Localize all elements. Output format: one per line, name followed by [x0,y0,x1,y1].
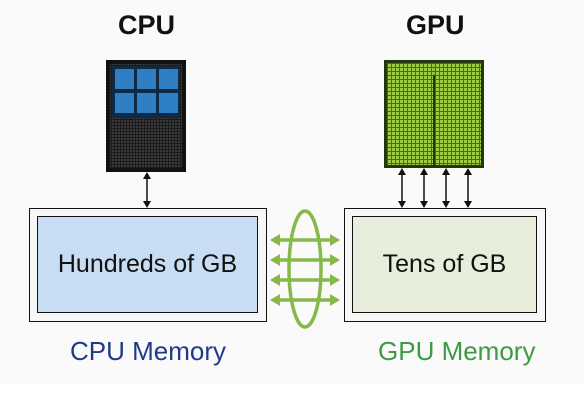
bidirectional-interconnect-icon [268,206,342,336]
gpu-title: GPU [406,10,465,40]
cpu-title: CPU [118,10,176,40]
cpu-memory-label: CPU Memory [70,336,227,366]
cpu-memory-capacity: Hundreds of GB [37,216,258,313]
gpu-memory-bus-arrows [390,168,480,208]
cpu-chip-icon [106,60,186,172]
diagram-canvas: CPU GPU [29,10,546,366]
cpu-memory-bus-arrow [139,172,155,208]
gpu-memory-box: Tens of GB [344,208,546,322]
cpu-memory-box: Hundreds of GB [29,208,267,322]
gpu-chip-icon [384,60,484,168]
gpu-memory-capacity: Tens of GB [352,216,537,313]
gpu-memory-label: GPU Memory [378,336,536,366]
